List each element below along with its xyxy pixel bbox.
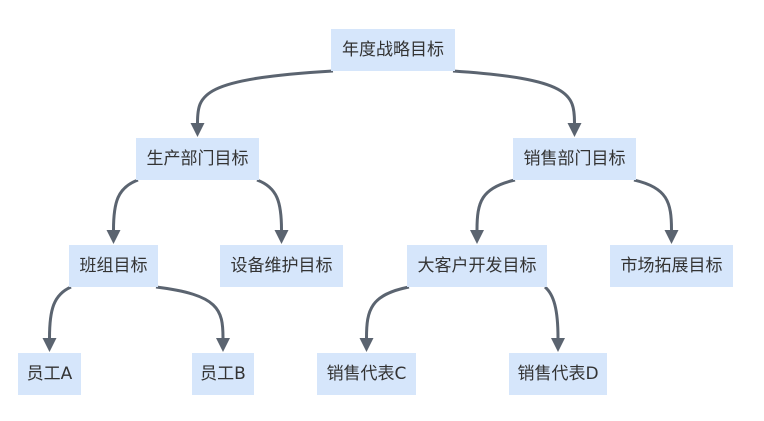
arrowhead-maintenance xyxy=(274,230,289,244)
node-sales-rep-d: 销售代表D xyxy=(509,353,607,395)
node-market: 市场拓展目标 xyxy=(610,245,733,287)
node-root: 年度战略目标 xyxy=(331,29,455,71)
node-maintenance: 设备维护目标 xyxy=(220,245,343,287)
node-key-accounts: 大客户开发目标 xyxy=(407,245,547,287)
edge-team-to-employee_b xyxy=(155,285,225,339)
edge-production-to-team xyxy=(112,178,139,231)
node-team: 班组目标 xyxy=(69,245,158,287)
arrowhead-employee_a xyxy=(42,338,57,352)
arrowhead-key_accounts xyxy=(470,230,484,244)
edge-root-to-production xyxy=(196,69,334,124)
edge-sales-to-key_accounts xyxy=(475,178,516,231)
arrowhead-rep_d xyxy=(551,338,565,352)
node-employee-b: 员工B xyxy=(192,353,254,395)
node-sales-rep-c: 销售代表C xyxy=(317,353,416,395)
node-employee-a: 员工A xyxy=(18,353,81,395)
arrowhead-employee_b xyxy=(216,338,230,352)
arrowhead-production xyxy=(190,123,205,137)
edge-key_accounts-to-rep_c xyxy=(365,285,410,339)
edge-root-to-sales xyxy=(452,69,576,124)
arrowhead-rep_c xyxy=(359,338,374,352)
arrowhead-team xyxy=(106,230,121,244)
edge-production-to-maintenance xyxy=(256,178,283,231)
node-production: 生产部门目标 xyxy=(136,138,259,180)
arrowhead-sales xyxy=(567,123,582,137)
edge-team-to-employee_a xyxy=(48,285,72,339)
arrowhead-market xyxy=(664,230,679,244)
node-sales: 销售部门目标 xyxy=(513,138,636,180)
edge-key_accounts-to-rep_d xyxy=(543,285,560,339)
edge-sales-to-market xyxy=(633,178,673,231)
